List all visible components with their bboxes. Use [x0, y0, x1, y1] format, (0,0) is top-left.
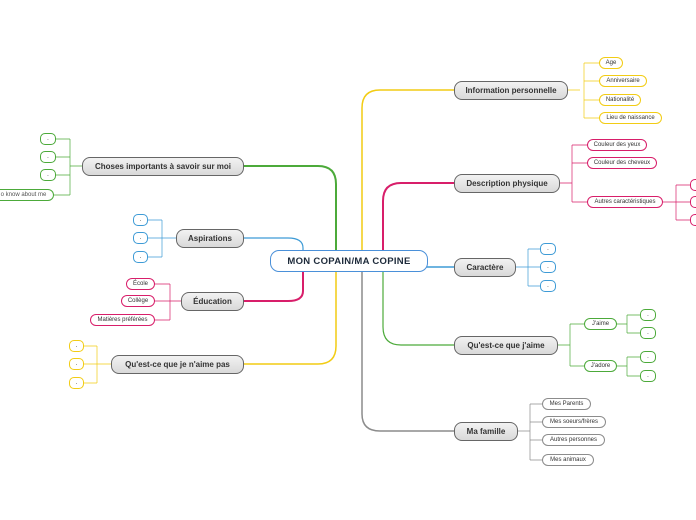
leaf-autres-3[interactable]	[690, 214, 696, 226]
subtopic-anniversaire[interactable]: Anniversaire	[599, 75, 647, 87]
subtopic-mes-soeurs-freres[interactable]: Mes soeurs/frères	[542, 416, 606, 428]
subtopic-college[interactable]: Collège	[121, 295, 155, 307]
topic-quest-ce-que-jaime[interactable]: Qu'est-ce que j'aime	[454, 336, 558, 355]
link-quest-sub	[558, 314, 640, 377]
subtopic-nationalite[interactable]: Nationalité	[599, 94, 641, 106]
link-central-education	[244, 272, 304, 302]
topic-information-personnelle[interactable]: Information personnelle	[454, 81, 568, 100]
topic-description-physique[interactable]: Description physique	[454, 174, 560, 193]
subtopic-mes-animaux[interactable]: Mes animaux	[542, 454, 594, 466]
leaf-aspirations-2[interactable]: .	[133, 232, 148, 244]
link-desc-sub	[560, 144, 587, 203]
link-central-quest	[382, 262, 454, 346]
central-topic[interactable]: MON COPAIN/MA COPINE	[270, 250, 428, 272]
leaf-naimepas-1[interactable]: .	[69, 340, 84, 352]
leaf-choses-2[interactable]: .	[40, 151, 56, 163]
leaf-jaime-2[interactable]: .	[640, 327, 656, 339]
topic-aspirations[interactable]: Aspirations	[176, 229, 244, 248]
link-naimepas-sub	[84, 345, 111, 384]
link-info-sub	[568, 62, 599, 119]
subtopic-couleur-des-cheveux[interactable]: Couleur des cheveux	[587, 157, 657, 169]
link-caractere-sub	[516, 248, 540, 287]
link-education-sub	[155, 283, 181, 321]
leaf-jadore-1[interactable]: .	[640, 351, 656, 363]
link-central-naimepas	[244, 272, 337, 365]
subtopic-jaime[interactable]: J'aime	[584, 318, 617, 330]
leaf-jadore-2[interactable]: .	[640, 370, 656, 382]
link-aspirations-sub	[148, 219, 176, 258]
leaf-caractere-3[interactable]: .	[540, 280, 556, 292]
subtopic-jadore[interactable]: J'adore	[584, 360, 617, 372]
link-famille-sub	[518, 403, 542, 461]
topic-ma-famille[interactable]: Ma famille	[454, 422, 518, 441]
subtopic-matieres-preferees[interactable]: Matières préférées	[90, 314, 155, 326]
topic-caractere[interactable]: Caractère	[454, 258, 516, 277]
link-central-famille	[361, 262, 454, 432]
leaf-naimepas-3[interactable]: .	[69, 377, 84, 389]
leaf-aspirations-3[interactable]: .	[133, 251, 148, 263]
link-central-info	[361, 89, 454, 260]
leaf-aspirations-1[interactable]: .	[133, 214, 148, 226]
leaf-caractere-1[interactable]: .	[540, 243, 556, 255]
subtopic-know-about-me[interactable]: o know about me	[0, 189, 54, 201]
leaf-jaime-1[interactable]: .	[640, 309, 656, 321]
link-choses-sub	[54, 138, 82, 196]
link-central-choses	[244, 165, 337, 250]
leaf-choses-3[interactable]: .	[40, 169, 56, 181]
link-central-aspirations	[244, 237, 304, 250]
leaf-autres-2[interactable]	[690, 196, 696, 208]
subtopic-couleur-des-yeux[interactable]: Couleur des yeux	[587, 139, 647, 151]
leaf-autres-1[interactable]	[690, 179, 696, 191]
subtopic-autres-caracteristiques[interactable]: Autres caractéristiques	[587, 196, 663, 208]
topic-education[interactable]: Éducation	[181, 292, 244, 311]
link-central-desc	[382, 182, 454, 260]
subtopic-ecole[interactable]: École	[126, 278, 155, 290]
subtopic-lieu-de-naissance[interactable]: Lieu de naissance	[599, 112, 662, 124]
leaf-naimepas-2[interactable]: .	[69, 358, 84, 370]
leaf-caractere-2[interactable]: .	[540, 261, 556, 273]
subtopic-age[interactable]: Age	[599, 57, 623, 69]
leaf-choses-1[interactable]: .	[40, 133, 56, 145]
subtopic-autres-personnes[interactable]: Autres personnes	[542, 434, 605, 446]
topic-choses-importants[interactable]: Choses importants à savoir sur moi	[82, 157, 244, 176]
topic-quest-ce-que-je-naime-pas[interactable]: Qu'est-ce que je n'aime pas	[111, 355, 244, 374]
subtopic-mes-parents[interactable]: Mes Parents	[542, 398, 591, 410]
link-autres-sub	[663, 184, 690, 221]
